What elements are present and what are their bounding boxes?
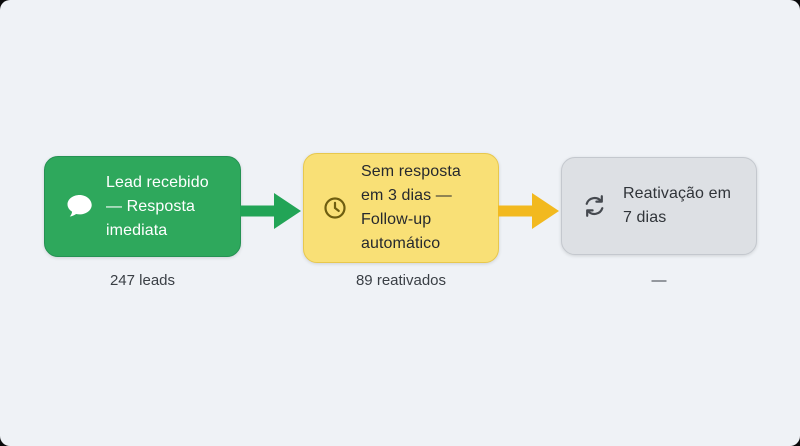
- clock-icon: [322, 195, 348, 221]
- connector-arrow-1: [240, 193, 301, 229]
- flow-node-reactivation[interactable]: Reativação em 7 dias: [561, 157, 757, 255]
- refresh-icon: [581, 193, 608, 219]
- flow-node-no-response-followup[interactable]: Sem resposta em 3 dias — Follow-up autom…: [303, 153, 499, 263]
- node-metric-reactivation: —: [651, 272, 667, 289]
- node-title-lead-received: Lead recebido — Resposta imediata: [106, 173, 209, 239]
- node-title-reactivation: Reativação em 7 dias: [623, 185, 732, 226]
- connector-arrow-2: [498, 193, 559, 229]
- node-metric-no-response-followup: 89 reativados: [355, 272, 447, 289]
- node-title-no-response-followup: Sem resposta em 3 dias — Follow-up autom…: [361, 163, 461, 252]
- flow-node-lead-received[interactable]: Lead recebido — Resposta imediata: [44, 156, 241, 257]
- node-metric-lead-received: 247 leads: [109, 272, 176, 289]
- chat-bubble-icon: [65, 193, 93, 220]
